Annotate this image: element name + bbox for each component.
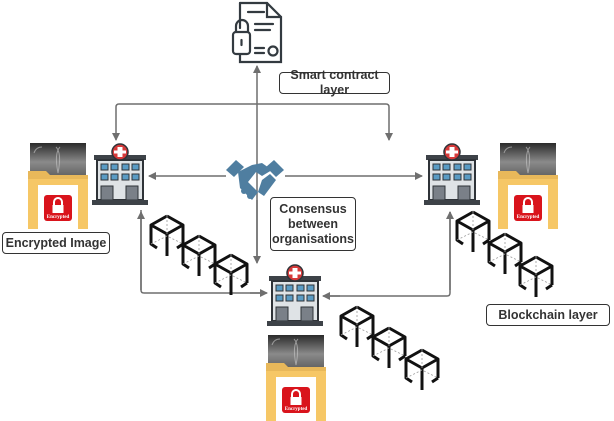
- encrypted-folder-icon-left: Encrypted: [28, 143, 88, 229]
- handshake-icon: [226, 160, 284, 200]
- blockchain-cube-icon: [339, 305, 375, 349]
- blockchain-cube-icon: [149, 214, 185, 258]
- blockchain-bottom: [339, 305, 440, 392]
- hospital-building-icon-bottom: [267, 264, 323, 327]
- arrow-contract-to-right-hospital: [257, 103, 393, 141]
- hospital-building-icon-right: [424, 143, 480, 206]
- connector-lines: [112, 65, 454, 300]
- blockchain-cube-icon: [213, 253, 249, 297]
- blockchain-cube-icon: [518, 255, 554, 299]
- blockchain-cube-icon: [181, 234, 217, 278]
- arrow-right-chain: [324, 212, 451, 297]
- encrypted-folder-icon-right: Encrypted: [498, 143, 558, 229]
- folder-badge-text: Encrypted: [285, 407, 308, 412]
- arrow-contract-to-left-hospital: [112, 103, 257, 141]
- blockchain-cube-icon: [371, 326, 407, 370]
- blockchain-cube-icon: [455, 210, 491, 254]
- hospital-building-icon-left: [92, 143, 148, 206]
- encrypted-image-label: Encrypted Image: [2, 232, 110, 254]
- smart-contract-document-lock-icon: [231, 1, 283, 64]
- arrow-left-chain: [140, 210, 266, 294]
- blockchain-cube-icon: [404, 348, 440, 392]
- folder-badge-text: Encrypted: [47, 215, 70, 220]
- consensus-label: Consensus between organisations: [270, 197, 356, 251]
- folder-badge-text: Encrypted: [517, 215, 540, 220]
- blockchain-left: [149, 214, 249, 297]
- encrypted-folder-icon-bottom: Encrypted: [266, 335, 326, 421]
- smart-contract-layer-label: Smart contract layer: [279, 68, 390, 97]
- blockchain-cube-icon: [487, 232, 523, 276]
- blockchain-layer-label: Blockchain layer: [486, 304, 610, 326]
